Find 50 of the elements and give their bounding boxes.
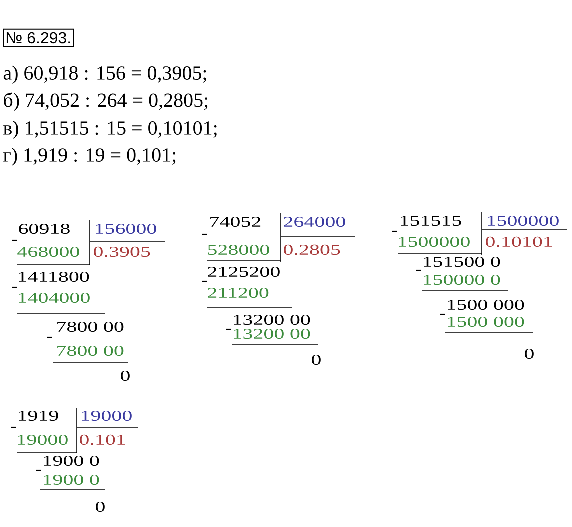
subtrahend: 13200 00: [234, 328, 310, 340]
minus-sign: -: [440, 314, 446, 316]
quotient: 0.10101: [486, 236, 552, 248]
subtrahend: 1500 000: [448, 316, 524, 328]
quotient: 0.101: [80, 434, 126, 446]
minus-sign: -: [12, 240, 18, 242]
minus-sign: -: [392, 230, 398, 232]
divisor: 264000: [284, 216, 346, 228]
subtrahend: 1500000: [399, 236, 470, 248]
number: 2125200: [208, 266, 280, 278]
minus-sign: -: [416, 270, 422, 272]
number: 13200 00: [234, 314, 310, 326]
number: 0: [96, 502, 105, 512]
quotient: 0.3905: [94, 246, 150, 258]
subtrahend: 150000 0: [424, 274, 500, 286]
number: 1500 000: [448, 300, 524, 310]
subtrahend: 468000: [18, 246, 80, 258]
minus-sign: -: [202, 280, 208, 282]
divisor: 156000: [96, 224, 156, 234]
equation: а) 60,918 : 156 = 0,3905;: [4, 66, 206, 84]
number: 0: [312, 354, 321, 366]
number: 1411800: [19, 272, 90, 282]
quotient: 0.2805: [284, 244, 340, 256]
minus-sign: -: [10, 426, 16, 428]
minus-sign: -: [12, 286, 18, 288]
number: 74052: [210, 216, 261, 228]
number: 1900 0: [44, 456, 100, 466]
number: 1919: [19, 410, 58, 422]
minus-sign: -: [46, 336, 52, 338]
number: 151500 0: [424, 256, 500, 268]
subtrahend: 7800 00: [58, 346, 124, 356]
subtrahend: 1404000: [19, 292, 90, 304]
equation: б) 74,052 : 264 = 0,2805;: [4, 92, 208, 112]
divisor: 1500000: [488, 216, 559, 226]
minus-sign: -: [36, 470, 42, 472]
equation: в) 1,51515 : 15 = 0,10101;: [4, 120, 217, 140]
subtrahend: 19000: [18, 434, 68, 446]
number: 60918: [19, 224, 70, 234]
number: 0: [121, 370, 130, 382]
minus-sign: -: [226, 328, 232, 330]
number: 7800 00: [58, 322, 124, 332]
subtrahend: 1900 0: [44, 474, 100, 486]
number: 151515: [401, 216, 462, 226]
divisor: 19000: [82, 410, 132, 422]
subtrahend: 211200: [208, 288, 269, 298]
equation: г) 1,919 : 19 = 0,101;: [4, 148, 176, 166]
problem-number-box: № 6.293.: [3, 28, 74, 48]
subtrahend: 528000: [208, 244, 270, 256]
minus-sign: -: [202, 234, 208, 236]
number: 0: [525, 348, 534, 360]
